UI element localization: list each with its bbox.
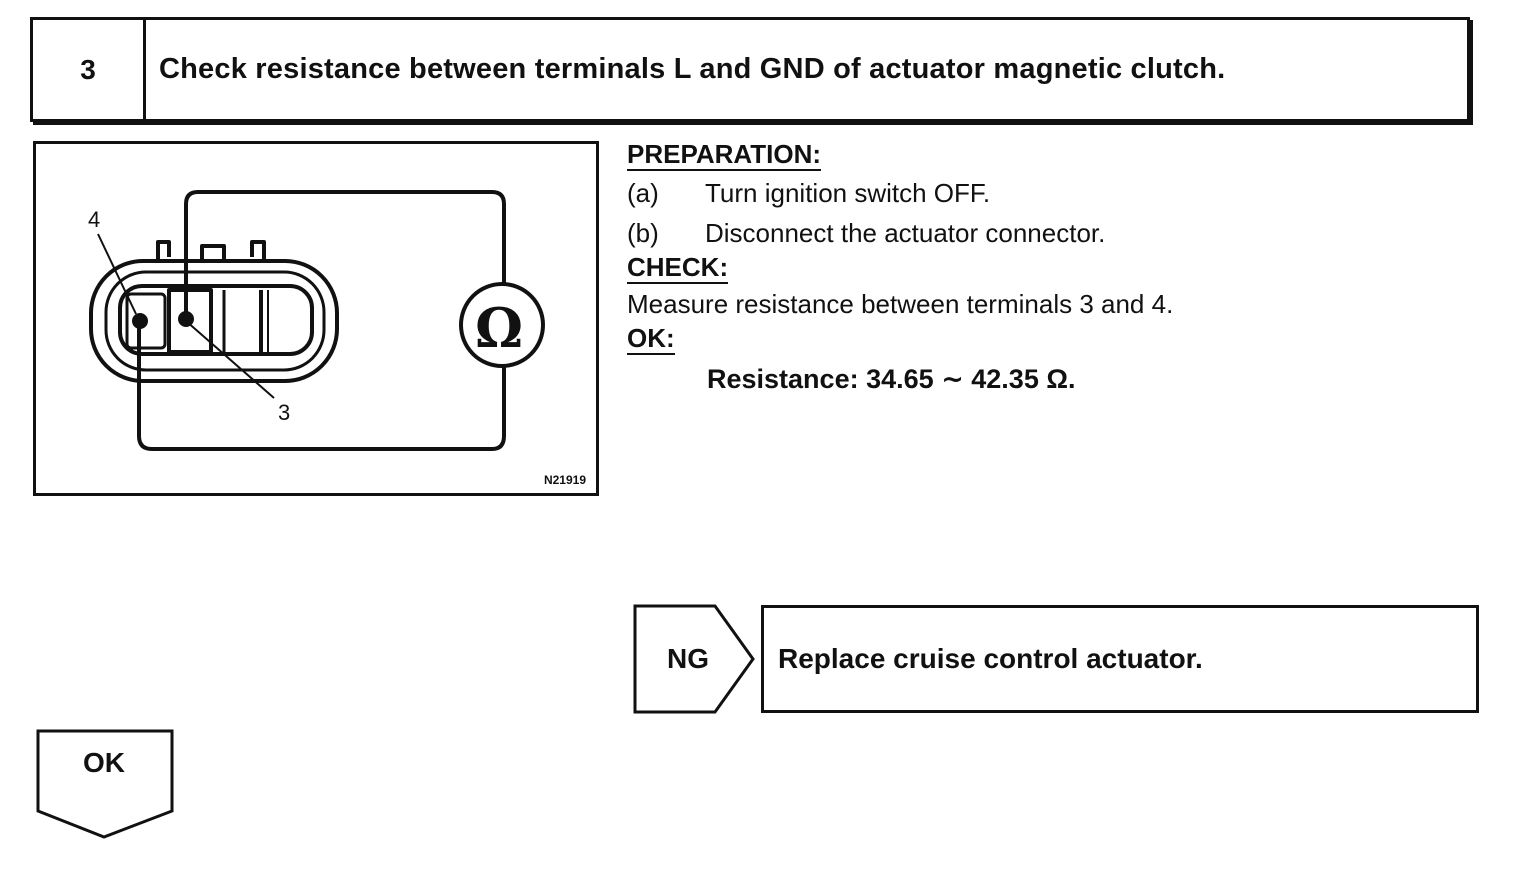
figure-code: N21919 <box>543 473 586 487</box>
right-arrow-tag-icon <box>633 604 755 714</box>
step-letter: (a) <box>627 178 659 208</box>
preparation-step: (a) Turn ignition switch OFF. <box>627 173 1497 213</box>
ok-spec: Resistance: 34.65 ∼ 42.35 Ω. <box>707 364 1076 394</box>
preparation-heading: PREPARATION: <box>627 139 822 171</box>
ng-label: NG <box>667 643 709 674</box>
step-text: Turn ignition switch OFF. <box>705 178 991 208</box>
terminal-3-label: 3 <box>278 400 291 425</box>
connector-diagram: 4 3 Ω N21919 <box>33 141 599 496</box>
check-text: Measure resistance between terminals 3 a… <box>627 289 1174 319</box>
ng-arrow-tag: NG <box>633 604 756 714</box>
ohm-symbol: Ω <box>475 296 524 360</box>
ok-heading: OK: <box>627 323 675 355</box>
ohmmeter-connector-icon <box>89 190 545 451</box>
down-arrow-tag-icon <box>36 729 174 839</box>
instructions: PREPARATION: (a) Turn ignition switch OF… <box>627 140 1497 399</box>
preparation-step: (b) Disconnect the actuator connector. <box>627 213 1497 253</box>
step-header: 3 Check resistance between terminals L a… <box>30 17 1470 122</box>
step-title: Check resistance between terminals L and… <box>159 53 1226 85</box>
check-heading: CHECK: <box>627 252 729 284</box>
terminal-4-label: 4 <box>88 207 101 232</box>
step-text: Disconnect the actuator connector. <box>705 218 1106 248</box>
ok-label: OK <box>83 747 125 778</box>
ng-action-box: Replace cruise control actuator. <box>761 605 1479 713</box>
ok-arrow-tag: OK <box>36 729 176 841</box>
step-number: 3 <box>33 20 146 119</box>
step-letter: (b) <box>627 218 659 248</box>
